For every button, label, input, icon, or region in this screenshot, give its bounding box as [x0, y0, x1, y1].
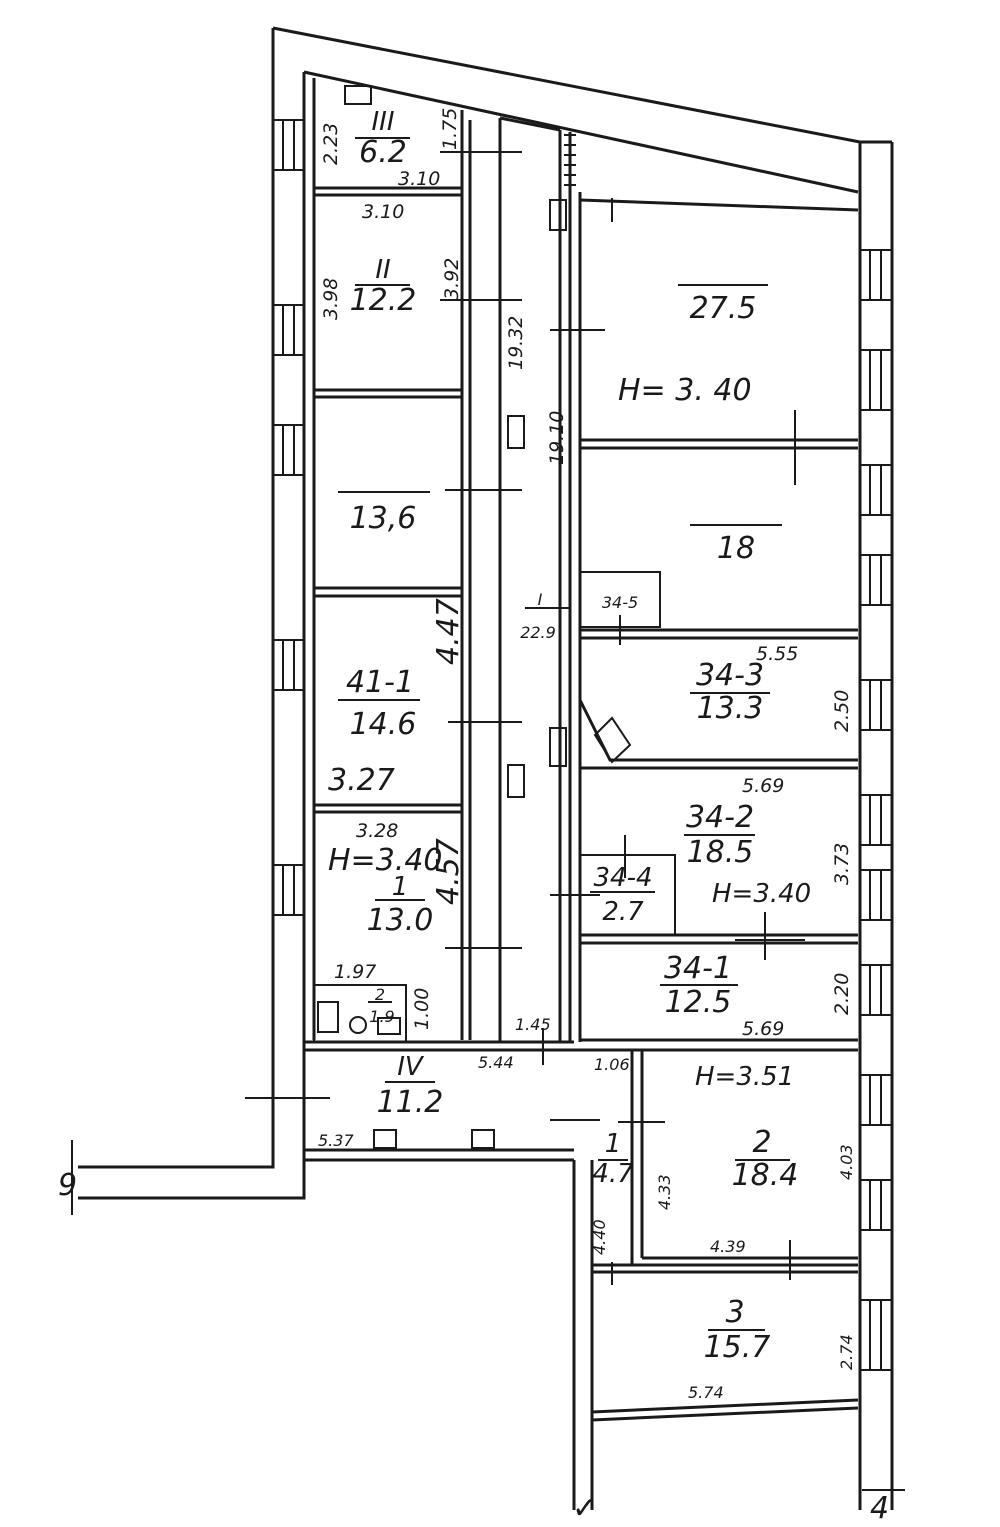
room-275-area: 27.5 — [690, 291, 757, 326]
room-corridor-code: I — [538, 590, 543, 609]
room-34-5-code: 34-5 — [602, 593, 638, 612]
fixtures — [317, 85, 632, 1149]
dim-197: 1.97 — [334, 961, 376, 983]
dim-555: 5.55 — [756, 643, 798, 665]
dim-439: 4.39 — [710, 1237, 746, 1256]
room-corr1-area: 4.7 — [592, 1159, 634, 1189]
height-label-2: H=3.40 — [328, 843, 443, 878]
height-label-3: H=3.40 — [712, 879, 811, 909]
dim-1910: 19.10 — [546, 411, 568, 465]
dim-1932: 19.32 — [505, 316, 527, 370]
room-3-code: 3 — [725, 1295, 744, 1330]
dim-398: 3.98 — [320, 278, 342, 320]
room-3-area: 15.7 — [704, 1330, 771, 1365]
dim-145: 1.45 — [515, 1015, 551, 1034]
dim-457: 4.57 — [431, 838, 466, 905]
room-34-1-area: 12.5 — [665, 985, 732, 1020]
dim-310b: 3.10 — [362, 201, 404, 223]
room-iv-code: IV — [397, 1052, 425, 1082]
hatched-partition — [564, 134, 576, 186]
dim-100: 1.00 — [411, 988, 433, 1030]
dim-310a: 3.10 — [398, 168, 440, 190]
room-34-3-area: 13.3 — [697, 691, 764, 726]
section-marks: 9 4 ✓ — [58, 1140, 905, 1526]
dim-537: 5.37 — [318, 1131, 354, 1150]
room-34-4-area: 2.7 — [602, 897, 644, 927]
room-41-1-area: 14.6 — [350, 707, 417, 742]
room-ii-area: 12.2 — [350, 283, 417, 318]
dim-544: 5.44 — [478, 1053, 514, 1072]
ceiling-heights: H= 3. 40 H=3.40 H=3.40 H=3.51 — [328, 373, 811, 1092]
room-34-3-code: 34-3 — [696, 658, 764, 693]
height-label-1: H= 3. 40 — [618, 373, 752, 408]
left-windows — [272, 119, 305, 916]
svg-text:✓: ✓ — [572, 1491, 597, 1526]
room-2-area: 18.4 — [732, 1158, 799, 1193]
dim-373: 3.73 — [831, 843, 853, 885]
dim-220: 2.20 — [831, 973, 853, 1015]
room-1-code: 1 — [392, 872, 409, 902]
dim-175: 1.75 — [439, 108, 461, 150]
dim-574: 5.74 — [688, 1383, 724, 1402]
fraction-bars — [338, 137, 790, 1331]
dim-250: 2.50 — [831, 690, 853, 732]
door-marks — [245, 151, 805, 1285]
section-mark-left: 9 — [58, 1168, 77, 1203]
dim-403: 4.03 — [837, 1144, 856, 1180]
dim-223: 2.23 — [320, 123, 342, 165]
room-labels: III 6.2 II 12.2 13,6 41-1 14.6 1 13.0 2 … — [346, 107, 798, 1365]
dim-274: 2.74 — [837, 1334, 856, 1370]
right-windows — [859, 249, 893, 1371]
dim-569a: 5.69 — [742, 775, 784, 797]
room-41-1-code: 41-1 — [346, 665, 414, 700]
room-136-area: 13,6 — [350, 501, 417, 536]
room-iii-area: 6.2 — [359, 135, 407, 170]
dim-327: 3.27 — [328, 763, 395, 798]
room-34-2-code: 34-2 — [686, 800, 754, 835]
room-wc-code: 2 — [375, 985, 385, 1004]
room-iii-code: III — [371, 107, 394, 137]
dim-106: 1.06 — [594, 1055, 630, 1074]
room-2-code: 2 — [752, 1125, 771, 1160]
section-mark-bottom: 4 — [870, 1491, 889, 1526]
room-34-4-code: 34-4 — [593, 863, 652, 893]
room-corr1-code: 1 — [605, 1129, 622, 1159]
lower-right-partitions — [574, 1048, 859, 1422]
room-iv-area: 11.2 — [377, 1085, 444, 1120]
room-34-2-area: 18.5 — [687, 835, 754, 870]
left-partitions — [304, 78, 574, 1052]
dim-569b: 5.69 — [742, 1018, 784, 1040]
room-wc-area: 1.9 — [369, 1007, 394, 1026]
dim-440: 4.40 — [590, 1219, 609, 1255]
height-label-4: H=3.51 — [695, 1062, 794, 1092]
corridor-walls — [498, 116, 572, 1042]
room-18-area: 18 — [717, 531, 755, 566]
dim-392: 3.92 — [441, 258, 463, 300]
dim-447: 4.47 — [431, 598, 466, 665]
room-corridor-area: 22.9 — [520, 623, 556, 642]
room-34-1-code: 34-1 — [664, 951, 732, 986]
room-1-area: 13.0 — [367, 903, 434, 938]
dim-433: 4.33 — [655, 1174, 674, 1210]
room-ii-code: II — [375, 255, 390, 285]
dim-328: 3.28 — [356, 820, 398, 842]
dimension-labels: 2.23 1.75 3.10 3.10 3.98 3.92 19.32 19.1… — [318, 108, 856, 1402]
